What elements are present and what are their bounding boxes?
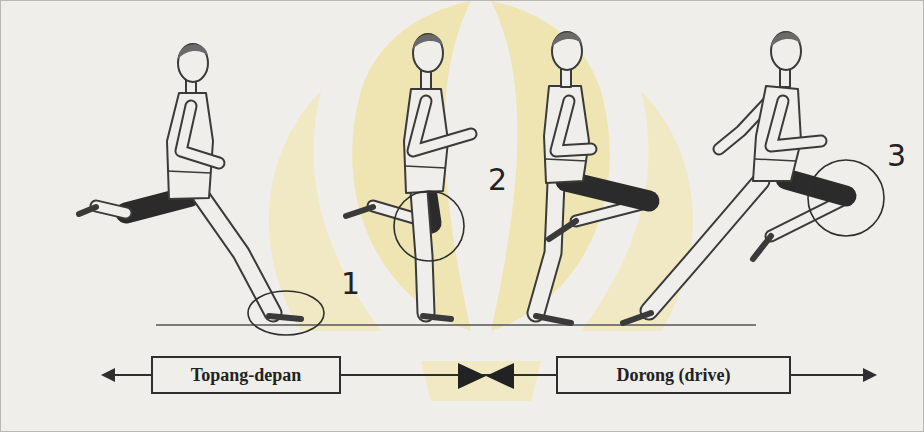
watermark-logo (269, 1, 693, 401)
phase-arrow (101, 368, 115, 382)
runner-figure (178, 44, 208, 82)
phase-arrow (111, 374, 151, 376)
runner-figure (419, 191, 426, 313)
runner-figure (755, 159, 796, 161)
runner-figure (346, 34, 471, 319)
runner-figure (771, 32, 801, 47)
runner-figure (536, 183, 556, 313)
watermark-logo (491, 1, 610, 331)
phase-label: Dorong (drive) (616, 365, 730, 386)
runner-figure (413, 34, 443, 49)
highlight-circle (394, 191, 464, 261)
watermark-logo (352, 1, 471, 331)
runner-figure (536, 316, 571, 323)
runner-figure (649, 181, 761, 311)
runner-figure (167, 171, 211, 173)
phase-arrow (791, 374, 863, 376)
runner-figure (771, 32, 801, 70)
runner-figure (413, 101, 471, 151)
runner-figure (423, 316, 451, 319)
highlight-circle (248, 291, 324, 335)
runner-figure (181, 106, 219, 163)
runner-figure (269, 316, 301, 319)
runner-figure (753, 236, 771, 259)
runner-figure (771, 201, 841, 236)
runner-figure (771, 201, 841, 236)
runner-figure (405, 166, 446, 168)
runner-figure (771, 101, 821, 146)
callout-number: 3 (887, 141, 906, 171)
runner-figure (545, 159, 587, 161)
ground-line (156, 324, 756, 326)
runner-figure (413, 34, 443, 72)
runner-figure (178, 44, 208, 59)
runner-figure (181, 106, 219, 163)
phase-box: Topang-depan (151, 356, 341, 394)
bowtie-symbol (458, 363, 514, 389)
runner-figure (556, 101, 591, 151)
callout-number: 1 (341, 269, 360, 299)
runner-figure (549, 221, 576, 239)
highlight-circle (808, 160, 884, 236)
runner-figure (536, 32, 649, 323)
runner-figure (96, 206, 126, 213)
runner-figure (786, 179, 846, 196)
phase-box: Dorong (drive) (556, 356, 791, 394)
runner-figure (771, 101, 821, 146)
bowtie-symbol (486, 363, 514, 389)
runner-figure (623, 32, 846, 323)
runner-figure (79, 207, 96, 214)
runner-figure (556, 101, 591, 151)
bowtie-symbol (458, 363, 486, 389)
phase-arrow (863, 368, 877, 382)
runner-figure (566, 181, 649, 201)
runner-figure (552, 32, 582, 47)
runner-figure (649, 181, 761, 311)
callout-number: 2 (488, 165, 507, 195)
runner-figure (552, 32, 582, 70)
watermark-logo (421, 361, 541, 401)
runner-figure (79, 44, 301, 319)
watermark-logo (269, 91, 381, 331)
phase-connector (341, 374, 556, 376)
runner-figure (536, 183, 556, 313)
phase-label: Topang-depan (191, 365, 301, 386)
runner-figure (346, 207, 373, 216)
runner-figure (413, 101, 471, 151)
runner-figure (96, 206, 126, 213)
runner-figure (623, 313, 651, 323)
runner-figure (419, 191, 426, 313)
